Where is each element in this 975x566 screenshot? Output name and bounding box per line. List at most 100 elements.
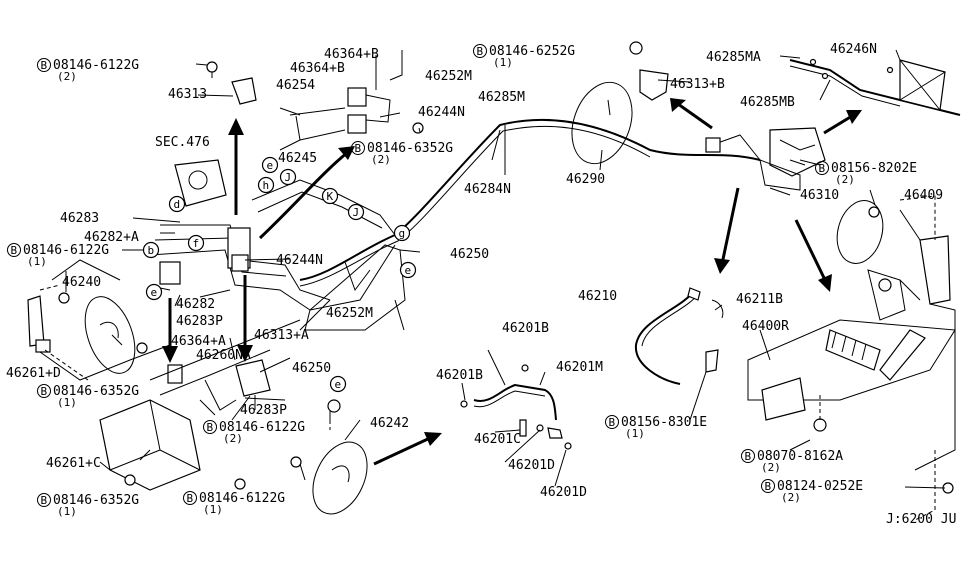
bolt-icon	[124, 474, 136, 486]
callout-marker: f	[187, 234, 205, 252]
part-label-p46313: 46313	[168, 87, 207, 102]
clip-46364b-2	[347, 114, 367, 134]
part-number: 46261+D	[6, 366, 61, 381]
bolt-icon	[234, 478, 246, 490]
part-number: 46364+B	[324, 47, 379, 62]
bolt-symbol-icon	[203, 420, 217, 434]
callout-marker: e	[261, 156, 279, 174]
part-label-p46285ma: 46285MA	[706, 50, 761, 65]
bolt-icon	[412, 122, 424, 134]
part-label-p46310: 46310	[800, 188, 839, 203]
pedal-assembly-46400r	[747, 319, 956, 401]
part-label-p46364b2: 46364+B	[290, 61, 345, 76]
part-number: 46244N	[418, 105, 465, 120]
part-number: 46290	[566, 172, 605, 187]
part-label-p46245: 46245	[278, 151, 317, 166]
part-label-p46261d: 46261+D	[6, 366, 61, 381]
part-label-p46284n: 46284N	[464, 182, 511, 197]
master-cylinder	[174, 159, 227, 207]
bolt-symbol-icon	[741, 449, 755, 463]
quantity: (2)	[223, 432, 243, 445]
part-number: 46285M	[478, 90, 525, 105]
callout-letter: g	[399, 227, 406, 240]
bolt-symbol-icon	[183, 491, 197, 505]
bolt-prefix: B	[765, 480, 772, 493]
part-number: 08070-8162A	[757, 449, 843, 464]
quantity: (1)	[57, 396, 77, 409]
quantity: (1)	[27, 255, 47, 268]
part-number: 46284N	[464, 182, 511, 197]
callout-marker: b	[142, 241, 160, 259]
bracket-46261d	[27, 295, 45, 347]
part-number: 46246N	[830, 42, 877, 57]
bracket-46409	[919, 235, 951, 305]
bolt-symbol-icon	[37, 493, 51, 507]
part-label-p46250_mid: 46250	[450, 247, 489, 262]
part-number: 46364+B	[290, 61, 345, 76]
bolt-symbol-icon	[37, 384, 51, 398]
part-number: 08146-6122G	[53, 58, 139, 73]
part-number: 46310	[800, 188, 839, 203]
part-number: 46313+B	[670, 77, 725, 92]
brake-disc-right	[836, 200, 884, 264]
part-number: 08146-6352G	[53, 493, 139, 508]
part-number: 46409	[904, 188, 943, 203]
part-label-p46364b1: 46364+B	[324, 47, 379, 62]
part-number: 46252M	[425, 69, 472, 84]
part-number: 46201B	[436, 368, 483, 383]
callout-marker: e	[329, 375, 347, 393]
bolt-prefix: B	[11, 244, 18, 257]
part-label-p46313b: 46313+B	[670, 77, 725, 92]
callout-letter: e	[151, 286, 158, 299]
callout-marker: J	[279, 168, 297, 186]
bracket-46261c	[99, 399, 201, 491]
part-number: SEC.476	[155, 135, 210, 150]
part-label-p46201d_a: 46201D	[508, 458, 555, 473]
part-label-p46201m: 46201M	[556, 360, 603, 375]
bolt-prefix: B	[41, 59, 48, 72]
part-label-p46283: 46283	[60, 211, 99, 226]
part-label-p46201b_a: 46201B	[502, 321, 549, 336]
bolt-callout-bolt_l: B 08124-0252E(2)	[761, 479, 863, 504]
bolt-prefix: B	[355, 142, 362, 155]
part-number: 08124-0252E	[777, 479, 863, 494]
bolt-symbol-icon	[37, 58, 51, 72]
bolt-prefix: B	[187, 492, 194, 505]
callout-letter: e	[267, 159, 274, 172]
part-label-p46285mb: 46285MB	[740, 95, 795, 110]
part-label-p46400r: 46400R	[742, 319, 789, 334]
bolt-symbol-icon	[473, 44, 487, 58]
callout-marker: d	[168, 195, 186, 213]
part-number: 46240	[62, 275, 101, 290]
part-number: 08146-6122G	[23, 243, 109, 258]
direction-arrows	[162, 98, 862, 466]
part-number: 08156-8301E	[621, 415, 707, 430]
part-number: 46210	[578, 289, 617, 304]
bracket-46260na	[235, 359, 271, 397]
abs-actuator	[769, 127, 826, 177]
quantity: (2)	[781, 491, 801, 504]
bolt-symbol-icon	[815, 161, 829, 175]
part-number: 46252M	[326, 306, 373, 321]
part-label-p46244n_mid: 46244N	[276, 253, 323, 268]
part-number: 08146-6352G	[53, 384, 139, 399]
part-number: 46313+A	[254, 328, 309, 343]
part-label-p46201d_b: 46201D	[540, 485, 587, 500]
part-number: 46201D	[540, 485, 587, 500]
part-number: 46283P	[176, 314, 223, 329]
part-label-p46282: 46282	[176, 297, 215, 312]
bracket-46313b	[639, 69, 669, 101]
part-number: 46283P	[240, 403, 287, 418]
clip-46364b	[347, 87, 367, 107]
